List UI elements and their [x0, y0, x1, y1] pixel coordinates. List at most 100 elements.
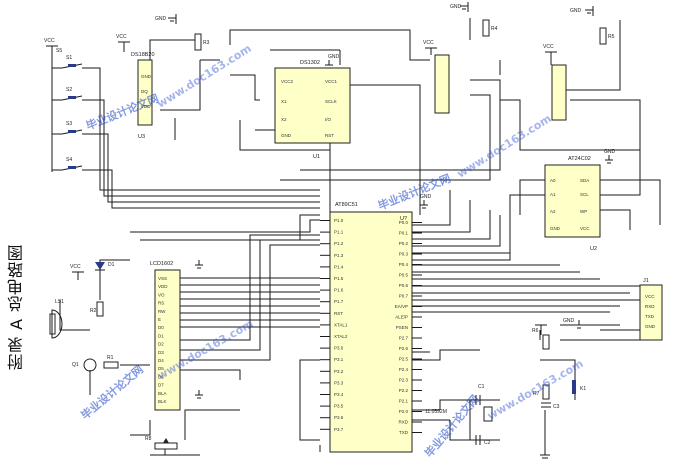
vcc-symbol-3: VCC	[423, 40, 437, 55]
mcu-at89c51: AT89C51 U? P1.0P1.1P1.2P1.3P1.4P1.5P1.6P…	[320, 202, 422, 453]
gnd-label-1: GND	[155, 16, 167, 22]
lcd-pin-label: RW	[158, 309, 166, 314]
j1-pin-rxd: RXD	[645, 304, 655, 309]
vcc-symbol-6	[535, 324, 547, 335]
gnd-symbol-6: GND	[420, 194, 432, 209]
gnd-label-10: GND	[563, 318, 575, 324]
gnd-label-5: GND	[604, 149, 616, 155]
j1-ref: J1	[643, 278, 649, 284]
gnd-symbol-5: GND	[604, 149, 616, 164]
j1-pin-gnd: GND	[645, 324, 656, 329]
header-j1: J1 VCC RXD TXD GND	[639, 278, 663, 341]
lcd-pin-label: D4	[158, 358, 164, 363]
transistor-q1: Q1	[72, 358, 97, 372]
resistor-r7-label: R7	[533, 391, 540, 397]
gnd-symbol-9	[540, 450, 550, 459]
lcd-pin-label: BLK	[158, 399, 167, 404]
ds1302-pin-x2: X2	[281, 117, 287, 122]
at24c02-ref: U2	[590, 246, 597, 252]
vcc-label-1: VCC	[44, 38, 55, 44]
ds1302-name: DS1302	[300, 60, 320, 66]
resistor-r4: R4	[482, 19, 498, 37]
chip-at24c02: AT24C02 U2 A0 A1 A2 GND SDA SCL WP VCC	[544, 156, 601, 252]
speaker-label: LS1	[55, 299, 64, 305]
led-d1-label: D1	[108, 262, 115, 268]
mcu-right-pin-label: PSEN	[396, 325, 408, 330]
at24c02-body	[544, 164, 601, 238]
resistor-r5-label: R5	[608, 34, 615, 40]
mcu-right-pins: P0.0P0.1P0.2P0.3P0.4P0.5P0.6P0.7EA/VPALE…	[395, 220, 422, 435]
mcu-ref: U?	[400, 216, 407, 222]
mcu-left-pin-label: P1.1	[334, 230, 344, 235]
ds1302-pin-rst: RST	[325, 133, 334, 138]
ds18b20-ref: U3	[138, 134, 145, 140]
mcu-right-pin-label: P0.4	[399, 262, 409, 267]
watermark-url-4: www.doc163.com	[485, 357, 586, 423]
watermark-cn-4: 毕业设计论文网	[422, 392, 482, 460]
ds1302-pin-x1: X1	[281, 99, 287, 104]
lcd-pin-label: D0	[158, 325, 164, 330]
gnd-symbol-3: GND	[450, 2, 469, 12]
mcu-right-pin-label: EA/VP	[395, 304, 408, 309]
chip-ds1302: DS1302 U1 VCC2 X1 X2 GND VCC1 SCLK I/O R…	[274, 60, 351, 160]
ds1302-pin-sclk: SCLK	[325, 99, 337, 104]
mcu-left-pin-label: P1.0	[334, 218, 344, 223]
lcd-pin-label: BLA	[158, 391, 167, 396]
page-title: 附录 A 总电路图	[7, 243, 26, 371]
cap-c3: C3	[541, 402, 560, 410]
vcc-label-3: VCC	[423, 40, 434, 46]
resistor-r1: R1	[103, 355, 119, 369]
vcc-symbol-2: VCC	[116, 34, 130, 52]
lcd1602: LCD1602 VSSVDDVORSRWED0D1D2D3D4D5D6D7BLA…	[150, 261, 181, 411]
at24c02-pin-sda: SDA	[580, 178, 589, 183]
at24c02-pin-wp: WP	[580, 209, 587, 214]
mcu-left-pin-label: P1.4	[334, 264, 344, 269]
gnd-symbol-4: GND	[570, 6, 594, 16]
ds18b20-pin-dq: DQ	[141, 89, 148, 94]
cap-c1: C1	[475, 384, 485, 405]
ds1302-pin-vcc1: VCC1	[325, 79, 338, 84]
gnd-label-3: GND	[450, 4, 462, 10]
mcu-right-pin-label: P0.0	[399, 220, 409, 225]
lcd-pin-label: D2	[158, 342, 164, 347]
resistor-r5: R5	[599, 27, 615, 45]
resistor-r3: R3	[194, 33, 210, 51]
header-top-mid	[434, 54, 450, 114]
crystal-label: 11.0592M	[425, 409, 447, 415]
mcu-left-pin-label: P3.7	[334, 427, 344, 432]
mcu-left-pin-label: XTAL2	[334, 334, 348, 339]
switch-s2: S2	[61, 87, 83, 101]
resistor-r2-label: R2	[90, 308, 97, 314]
switch-s3-label: S3	[66, 121, 72, 127]
j1-pin-txd: TXD	[645, 314, 655, 319]
switch-s4: S4	[61, 157, 83, 171]
cap-c2-label: C2	[484, 440, 491, 446]
lcd-pin-label: D7	[158, 383, 164, 388]
ds1302-ref: U1	[313, 154, 320, 160]
cap-c3-label: C3	[553, 404, 560, 410]
mcu-left-pin-label: P3.1	[334, 357, 344, 362]
mcu-left-pin-label: RST	[334, 311, 343, 316]
switch-s5-label: S5	[56, 48, 62, 54]
lcd-pin-label: E	[158, 317, 161, 322]
switch-s1-label: S1	[66, 55, 72, 61]
vcc-label-4: VCC	[543, 44, 554, 50]
switch-s4-label: S4	[66, 157, 72, 163]
lcd-pin-label: D5	[158, 366, 164, 371]
mcu-name: AT89C51	[335, 202, 358, 208]
mcu-right-pin-label: P0.2	[399, 241, 409, 246]
switch-s2-label: S2	[66, 87, 72, 93]
ds1302-pin-gnd: GND	[281, 133, 292, 138]
ds18b20-body	[137, 59, 153, 126]
mcu-left-pin-label: P1.6	[334, 288, 344, 293]
mcu-left-pin-label: P1.3	[334, 253, 344, 258]
resistor-r2: R2	[90, 301, 104, 317]
mcu-left-pin-label: P3.0	[334, 346, 344, 351]
lcd-body	[154, 269, 181, 411]
at24c02-pin-scl: SCL	[580, 192, 589, 197]
at24c02-pin-a0: A0	[550, 178, 556, 183]
mcu-right-pin-label: P2.2	[399, 388, 409, 393]
mcu-left-pin-label: P3.4	[334, 392, 344, 397]
gnd-label-6: GND	[420, 194, 432, 200]
